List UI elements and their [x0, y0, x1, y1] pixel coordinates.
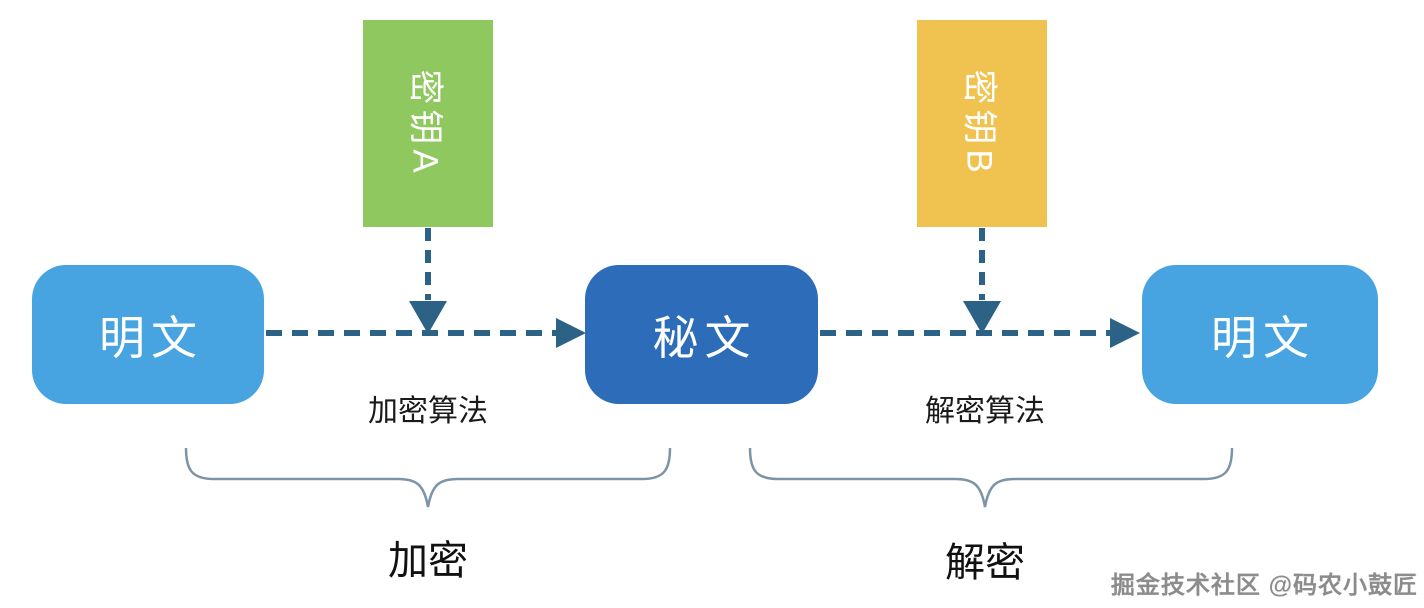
plaintext-left-label: 明文: [99, 311, 203, 364]
encrypt-brace: [184, 447, 672, 508]
key-b-label: 密钥B: [959, 69, 999, 178]
decrypt-algorithm-label: 解密算法: [925, 395, 1045, 428]
ciphertext-label: 秘文: [652, 311, 757, 364]
plaintext-left-node: 明文: [32, 265, 264, 404]
decrypt-phase-label: 解密: [945, 541, 1025, 585]
key-b-arrow: [963, 228, 1001, 334]
encrypt-algorithm-label: 加密算法: [368, 395, 488, 428]
key-a-box: 密钥A: [363, 20, 493, 227]
encrypt-arrow: [266, 318, 586, 348]
key-a-arrow: [409, 228, 447, 334]
decrypt-arrow: [820, 318, 1140, 348]
key-b-box: 密钥B: [917, 20, 1047, 227]
watermark-text: 掘金技术社区 @码农小鼓匠: [1110, 572, 1418, 599]
key-a-label: 密钥A: [405, 69, 445, 178]
plaintext-right-node: 明文: [1142, 265, 1378, 404]
encrypt-phase-label: 加密: [388, 539, 468, 583]
decrypt-brace: [748, 447, 1234, 508]
ciphertext-node: 秘文: [585, 265, 818, 404]
plaintext-right-label: 明文: [1211, 311, 1315, 364]
